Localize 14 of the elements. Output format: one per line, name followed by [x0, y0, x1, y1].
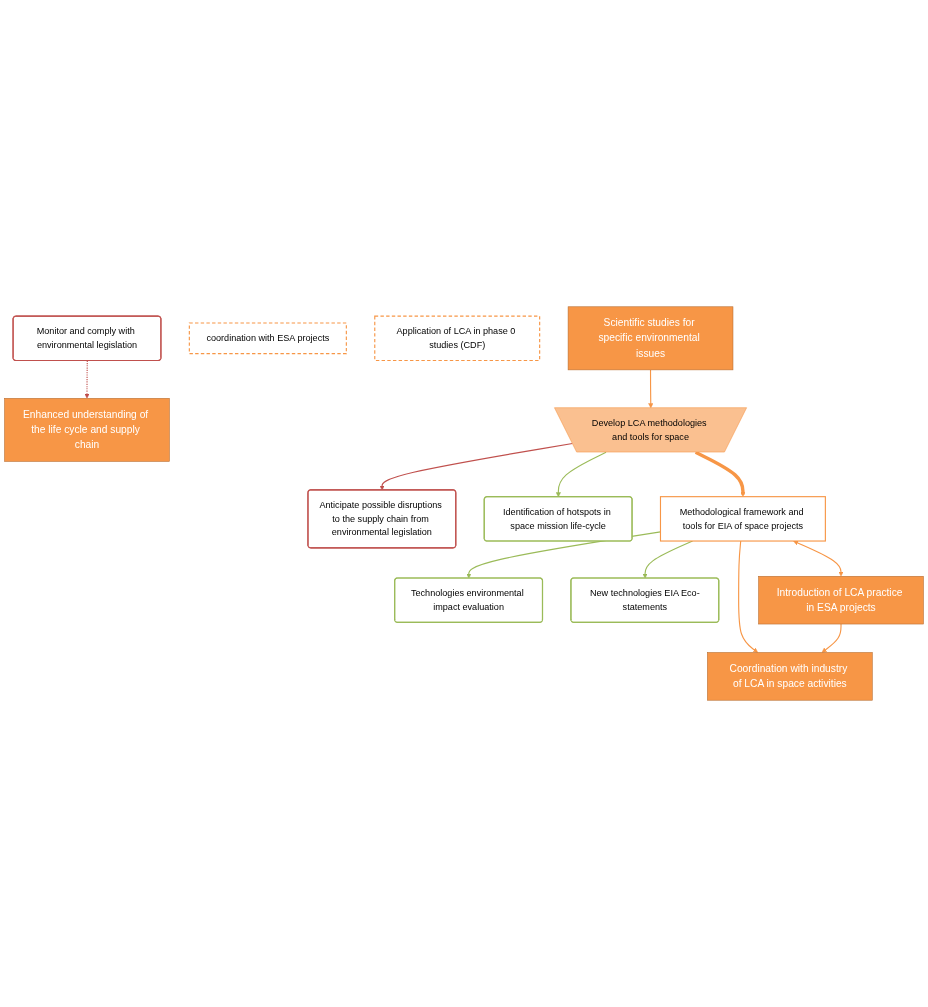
arrow [648, 369, 654, 409]
node-box [659, 496, 826, 542]
arrow [821, 623, 842, 653]
arrow [738, 540, 758, 653]
arrow [793, 540, 844, 577]
node-box [188, 322, 347, 355]
node-box [374, 315, 541, 362]
node-box [567, 306, 734, 371]
node-box [4, 398, 170, 462]
arrow [84, 360, 90, 399]
node-box [758, 576, 924, 625]
node-box [707, 652, 873, 701]
arrow [555, 451, 607, 498]
arrow [379, 442, 574, 491]
